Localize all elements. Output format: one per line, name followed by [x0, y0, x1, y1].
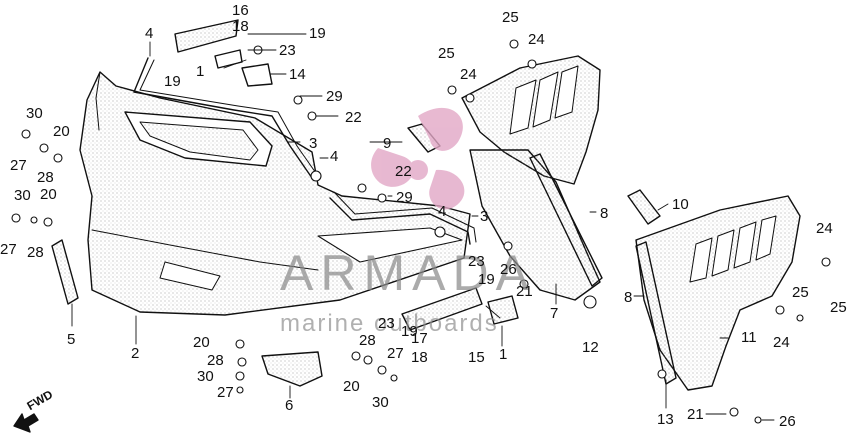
- callout-23[interactable]: 23: [279, 42, 296, 59]
- panel-part-6[interactable]: [261, 351, 323, 387]
- callout-14[interactable]: 14: [289, 66, 306, 83]
- callout-16[interactable]: 16: [232, 2, 249, 19]
- callout-21[interactable]: 21: [516, 283, 533, 300]
- upper-panel-slot-3: [554, 65, 579, 119]
- callout-19[interactable]: 19: [309, 25, 326, 42]
- callout-28[interactable]: 28: [359, 332, 376, 349]
- callout-29[interactable]: 29: [326, 88, 343, 105]
- callout-21[interactable]: 21: [687, 406, 704, 423]
- callout-30[interactable]: 30: [26, 105, 43, 122]
- callout-30[interactable]: 30: [197, 368, 214, 385]
- panel-part-1-lower[interactable]: [487, 295, 519, 325]
- leader-lines: [71, 33, 775, 421]
- clip-part-14[interactable]: [241, 63, 273, 87]
- callout-23[interactable]: 23: [468, 253, 485, 270]
- callout-20[interactable]: 20: [40, 186, 57, 203]
- callout-19[interactable]: 19: [164, 73, 181, 90]
- callout-6[interactable]: 6: [285, 397, 294, 414]
- watermark-logo-icon: [371, 107, 465, 210]
- callout-7[interactable]: 7: [550, 305, 559, 322]
- callout-27[interactable]: 27: [10, 157, 27, 174]
- cowl11-slot-2: [711, 229, 735, 277]
- callout-4[interactable]: 4: [438, 203, 447, 220]
- callout-30[interactable]: 30: [372, 394, 389, 411]
- callout-8[interactable]: 8: [600, 205, 609, 222]
- callout-24[interactable]: 24: [460, 66, 477, 83]
- callout-27[interactable]: 27: [0, 241, 17, 258]
- fastener-group: [11, 39, 831, 424]
- callout-25[interactable]: 25: [438, 45, 455, 62]
- watermark-tagline: marine outboards: [280, 310, 499, 337]
- callout-4[interactable]: 4: [145, 25, 154, 42]
- upper-panel-slot-1: [509, 79, 537, 135]
- callout-3[interactable]: 3: [309, 135, 318, 152]
- callout-8[interactable]: 8: [624, 289, 633, 306]
- callout-24[interactable]: 24: [528, 31, 545, 48]
- cowl-window-inner: [139, 121, 259, 161]
- cowl11-slot-1: [689, 237, 713, 283]
- cowl-front-lip: [95, 71, 101, 131]
- callout-20[interactable]: 20: [53, 123, 70, 140]
- watermark-brand: ARMADA: [280, 245, 536, 301]
- callout-30[interactable]: 30: [14, 187, 31, 204]
- callout-28[interactable]: 28: [207, 352, 224, 369]
- callout-26[interactable]: 26: [500, 261, 517, 278]
- cowl11-slot-3: [733, 221, 757, 269]
- frame-rod-part-3-lower-inner: [333, 191, 477, 243]
- callout-18[interactable]: 18: [232, 18, 249, 35]
- callout-26[interactable]: 26: [779, 413, 796, 430]
- callout-3[interactable]: 3: [480, 208, 489, 225]
- callout-1[interactable]: 1: [196, 63, 205, 80]
- callout-27[interactable]: 27: [217, 384, 234, 401]
- callout-17[interactable]: 17: [411, 330, 428, 347]
- cowl-center-duct: [317, 227, 463, 263]
- frame-rod-part-3-upper-inner: [139, 59, 319, 177]
- upper-panel-slot-2: [532, 71, 559, 128]
- callout-20[interactable]: 20: [343, 378, 360, 395]
- callout-28[interactable]: 28: [37, 169, 54, 186]
- cowl-side-slot: [159, 261, 221, 291]
- strip-part-5[interactable]: [51, 239, 79, 305]
- plate-part-1-upper[interactable]: [214, 49, 243, 69]
- frame-rod-part-3-lower[interactable]: [329, 197, 471, 245]
- vent-part-15[interactable]: [401, 287, 483, 331]
- trim-strip-part-8-upper[interactable]: [529, 153, 603, 287]
- callout-23[interactable]: 23: [378, 315, 395, 332]
- callout-13[interactable]: 13: [657, 411, 674, 428]
- callout-5[interactable]: 5: [67, 331, 76, 348]
- callout-25[interactable]: 25: [792, 284, 809, 301]
- callout-10[interactable]: 10: [672, 196, 689, 213]
- callout-4[interactable]: 4: [330, 148, 339, 165]
- callout-1[interactable]: 1: [499, 346, 508, 363]
- callout-19[interactable]: 19: [401, 323, 418, 340]
- callout-28[interactable]: 28: [27, 244, 44, 261]
- callout-12[interactable]: 12: [582, 339, 599, 356]
- frame-rod-part-3-upper[interactable]: [133, 57, 313, 179]
- callout-11[interactable]: 11: [741, 329, 757, 346]
- callout-22[interactable]: 22: [345, 109, 362, 126]
- callout-19[interactable]: 19: [478, 271, 495, 288]
- callout-20[interactable]: 20: [193, 334, 210, 351]
- callout-24[interactable]: 24: [773, 334, 790, 351]
- bracket-part-16[interactable]: [174, 19, 239, 53]
- callout-25[interactable]: 25: [502, 9, 519, 26]
- callout-15[interactable]: 15: [468, 349, 485, 366]
- cowl11-slot-4: [755, 215, 777, 261]
- callout-2[interactable]: 2: [131, 345, 140, 362]
- callout-9[interactable]: 9: [383, 135, 392, 152]
- callout-29[interactable]: 29: [396, 189, 413, 206]
- callout-18[interactable]: 18: [411, 349, 428, 366]
- callout-27[interactable]: 27: [387, 345, 404, 362]
- callout-22[interactable]: 22: [395, 163, 412, 180]
- trim-strip-part-8-lower[interactable]: [635, 241, 677, 385]
- fwd-arrow-icon: [13, 413, 39, 433]
- bracket-part-10[interactable]: [627, 189, 661, 225]
- callout-24[interactable]: 24: [816, 220, 833, 237]
- callout-25[interactable]: 25: [830, 299, 847, 316]
- cowl-lower-edge: [91, 229, 319, 271]
